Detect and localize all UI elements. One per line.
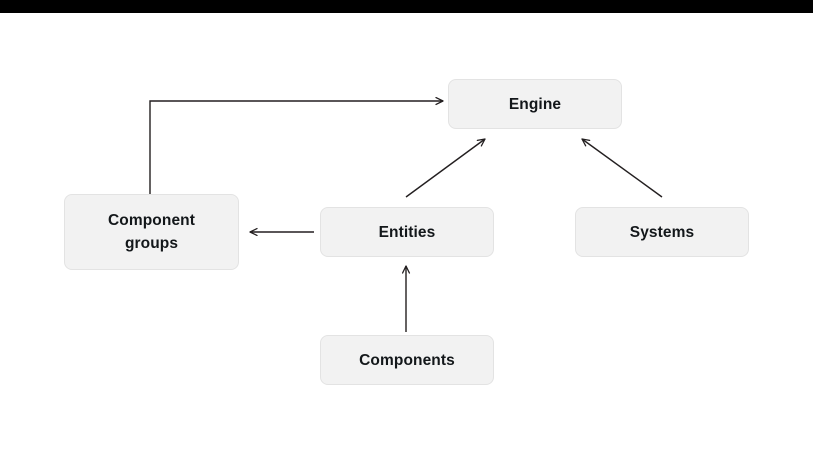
node-component-groups-label: Component groups bbox=[108, 212, 195, 252]
node-engine[interactable]: Engine bbox=[448, 79, 622, 129]
edge-systems-engine bbox=[582, 139, 663, 198]
node-component-groups[interactable]: Component groups bbox=[64, 194, 239, 270]
node-engine-label: Engine bbox=[508, 95, 562, 113]
top-black-bar bbox=[0, 0, 813, 13]
node-systems[interactable]: Systems bbox=[575, 207, 749, 257]
edge-entities-engine bbox=[405, 139, 485, 198]
node-components-label: Components bbox=[359, 351, 455, 369]
node-systems-label: Systems bbox=[629, 223, 695, 241]
node-entities[interactable]: Entities bbox=[320, 207, 494, 257]
node-components[interactable]: Components bbox=[320, 335, 494, 385]
edge-compgroups-engine bbox=[149, 101, 443, 194]
node-entities-label: Entities bbox=[378, 223, 436, 241]
